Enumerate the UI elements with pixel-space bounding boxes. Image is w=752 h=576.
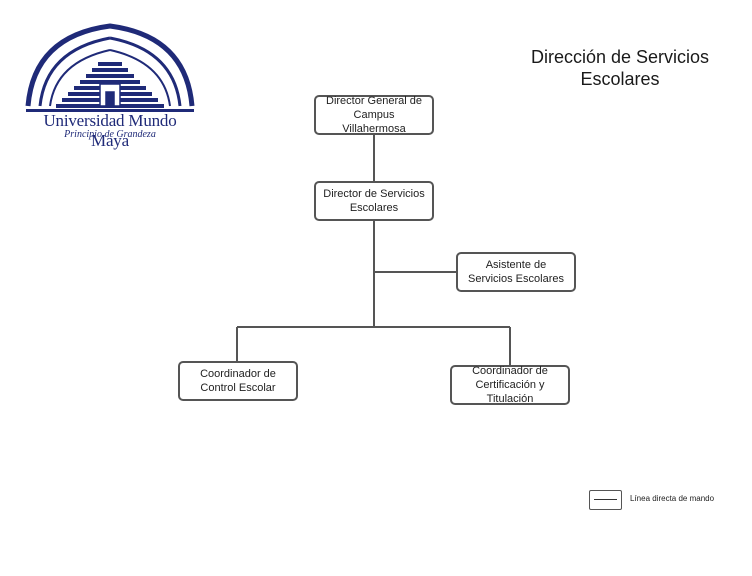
- node-coordinador-certificacion-line1: Coordinador de: [472, 365, 548, 377]
- page-title-line2: Escolares: [580, 69, 660, 89]
- node-director-servicios-line2: Escolares: [349, 202, 399, 214]
- node-coordinador-certificacion: Coordinador de Certificación y Titulació…: [450, 365, 570, 405]
- node-director-general-line1: Director General de: [326, 95, 422, 107]
- logo-arcs-icon: [25, 23, 195, 107]
- logo-name: Universidad Mundo Maya: [43, 111, 177, 150]
- page-title-line1: Dirección de Servicios: [530, 47, 710, 67]
- temple-icon: [99, 83, 121, 107]
- node-asistente-line2: Servicios Escolares: [468, 273, 564, 285]
- node-asistente: Asistente de Servicios Escolares: [456, 252, 576, 292]
- legend-swatch-box: [589, 490, 622, 510]
- university-logo: [25, 23, 195, 112]
- node-director-general-line2: Campus Villahermosa: [342, 109, 406, 135]
- node-coordinador-certificacion-line2: Certificación y Titulación: [475, 379, 545, 405]
- node-asistente-line1: Asistente de: [485, 259, 547, 271]
- node-director-servicios-line1: Director de Servicios: [323, 188, 425, 200]
- node-coordinador-control: Coordinador de Control Escolar: [178, 361, 298, 401]
- node-director-servicios: Director de Servicios Escolares: [314, 181, 434, 221]
- legend-line-icon: [594, 499, 617, 500]
- logo-tagline: Principio de Grandeza: [64, 129, 156, 140]
- page-title: Dirección de Servicios Escolares: [520, 46, 720, 90]
- node-director-general: Director General de Campus Villahermosa: [314, 95, 434, 135]
- node-coordinador-control-line2: Control Escolar: [200, 382, 276, 394]
- legend-label: Línea directa de mando: [630, 494, 715, 503]
- node-coordinador-control-line1: Coordinador de: [200, 368, 276, 380]
